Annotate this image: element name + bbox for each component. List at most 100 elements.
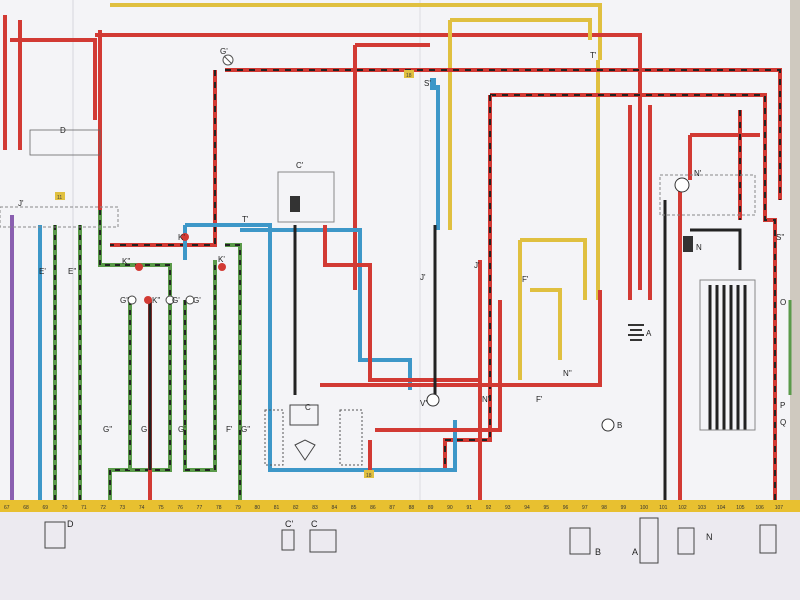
g-top-label: G' xyxy=(220,47,228,56)
bottom-a-label: A xyxy=(632,547,638,557)
relay-box xyxy=(277,171,335,223)
p-label: P xyxy=(780,401,785,410)
components: G' D S' 18 T' C' N' N J' K' K'' K' K'' G… xyxy=(18,47,786,479)
bottom-c-prime-label: C' xyxy=(285,519,293,529)
strip-number: 68 xyxy=(23,505,29,511)
g-low1-label: G'' xyxy=(103,425,113,434)
strip-number: 93 xyxy=(505,505,511,511)
tag-18-low xyxy=(364,470,374,478)
black-wire-5 xyxy=(690,228,742,270)
battery-a: A xyxy=(628,324,652,341)
strip-number: 69 xyxy=(43,505,49,511)
b-label: B xyxy=(617,421,622,430)
diode-bridge-c: C xyxy=(264,403,363,466)
b-motor xyxy=(601,418,615,432)
strip-number: 87 xyxy=(389,505,395,511)
strip-number: 105 xyxy=(736,505,745,511)
n-relay-circle xyxy=(674,177,690,193)
strip-number: 101 xyxy=(659,505,668,511)
j2-label: J' xyxy=(420,273,426,282)
j3-label: J' xyxy=(474,261,480,270)
f-low-label: F' xyxy=(226,425,233,434)
bottom-c-label: C xyxy=(311,519,318,529)
d-top-label: D xyxy=(60,126,66,135)
g-low3-label: G' xyxy=(178,425,186,434)
g-low2-label: G xyxy=(141,425,147,434)
k3-lamp xyxy=(218,263,226,271)
green-dashed-wires xyxy=(53,210,242,500)
t-top-right-label: T' xyxy=(590,51,597,60)
g-lamp-top-cross xyxy=(223,55,233,65)
s-blue-fuse xyxy=(430,78,436,90)
yellow-loop-1 xyxy=(520,238,587,300)
strip-number: 89 xyxy=(428,505,434,511)
bottom-a-battery xyxy=(639,517,659,564)
bottom-right-connector xyxy=(759,524,777,554)
t-mid-label: T' xyxy=(242,215,249,224)
n-low-label: N' xyxy=(482,395,490,404)
strip-number: 70 xyxy=(62,505,68,511)
n-coil xyxy=(683,236,693,252)
strip-number: 91 xyxy=(466,505,472,511)
strip-number: 76 xyxy=(177,505,183,511)
strip-number: 107 xyxy=(775,505,784,511)
strip-number: 74 xyxy=(139,505,145,511)
n-coil-label: N xyxy=(696,243,702,252)
diode-array-right xyxy=(339,409,363,466)
c-relay-label: C' xyxy=(296,161,304,170)
k4-label: K'' xyxy=(152,296,161,305)
n-relay-box xyxy=(659,174,756,216)
j-left-label: J' xyxy=(18,199,24,208)
g1-lamp xyxy=(127,295,137,305)
bottom-b-label: B xyxy=(595,547,601,557)
g3-lamp xyxy=(185,295,195,305)
strip-number: 78 xyxy=(216,505,222,511)
green-wire-1-overlay xyxy=(99,210,171,500)
k2-lamp xyxy=(135,263,143,271)
strip-number: 83 xyxy=(312,505,318,511)
red-lower-3 xyxy=(375,300,502,432)
strip-number: 92 xyxy=(486,505,492,511)
k2-label: K'' xyxy=(122,257,131,266)
strip-number: 100 xyxy=(640,505,649,511)
top-red-wire-2 xyxy=(10,38,97,120)
strip-number: 103 xyxy=(698,505,707,511)
strip-number: 79 xyxy=(235,505,241,511)
c-relay-coil xyxy=(290,196,300,212)
v-motor-label: V' xyxy=(420,399,427,408)
strip-number: 104 xyxy=(717,505,726,511)
fuse-box-outline xyxy=(29,129,101,156)
top-yellow-wire xyxy=(110,3,602,60)
a-label: A xyxy=(646,329,652,338)
f-prime-label: F' xyxy=(522,275,529,284)
strip-number: 72 xyxy=(100,505,106,511)
strip-number: 95 xyxy=(544,505,550,511)
o-label: O xyxy=(780,298,786,307)
strip-number: 86 xyxy=(370,505,376,511)
dashed-wire-left-overlay xyxy=(110,70,216,246)
strip-number: 81 xyxy=(274,505,280,511)
green-wire-3-overlay xyxy=(225,244,241,500)
connector-bars xyxy=(0,171,756,431)
strip-number: 96 xyxy=(563,505,569,511)
strip-number: 106 xyxy=(755,505,764,511)
strip-number: 82 xyxy=(293,505,299,511)
bottom-n-relay xyxy=(677,527,695,555)
black-wires xyxy=(148,200,747,500)
g2-lamp xyxy=(165,295,175,305)
strip-number: 85 xyxy=(351,505,357,511)
tag-18-low-label: 18 xyxy=(366,473,372,479)
v-motor xyxy=(426,393,440,407)
mid-yellow-top xyxy=(450,18,592,40)
dashed-wire-down-overlay xyxy=(444,95,491,470)
yellow-loop-2 xyxy=(530,288,562,360)
strip-number: 99 xyxy=(621,505,627,511)
tag-11-left-label: 11 xyxy=(57,195,62,201)
strip-number: 102 xyxy=(678,505,687,511)
f-mid-label: F' xyxy=(536,395,543,404)
strip-number: 97 xyxy=(582,505,588,511)
strip-number: 94 xyxy=(524,505,530,511)
strip-number: 80 xyxy=(254,505,260,511)
